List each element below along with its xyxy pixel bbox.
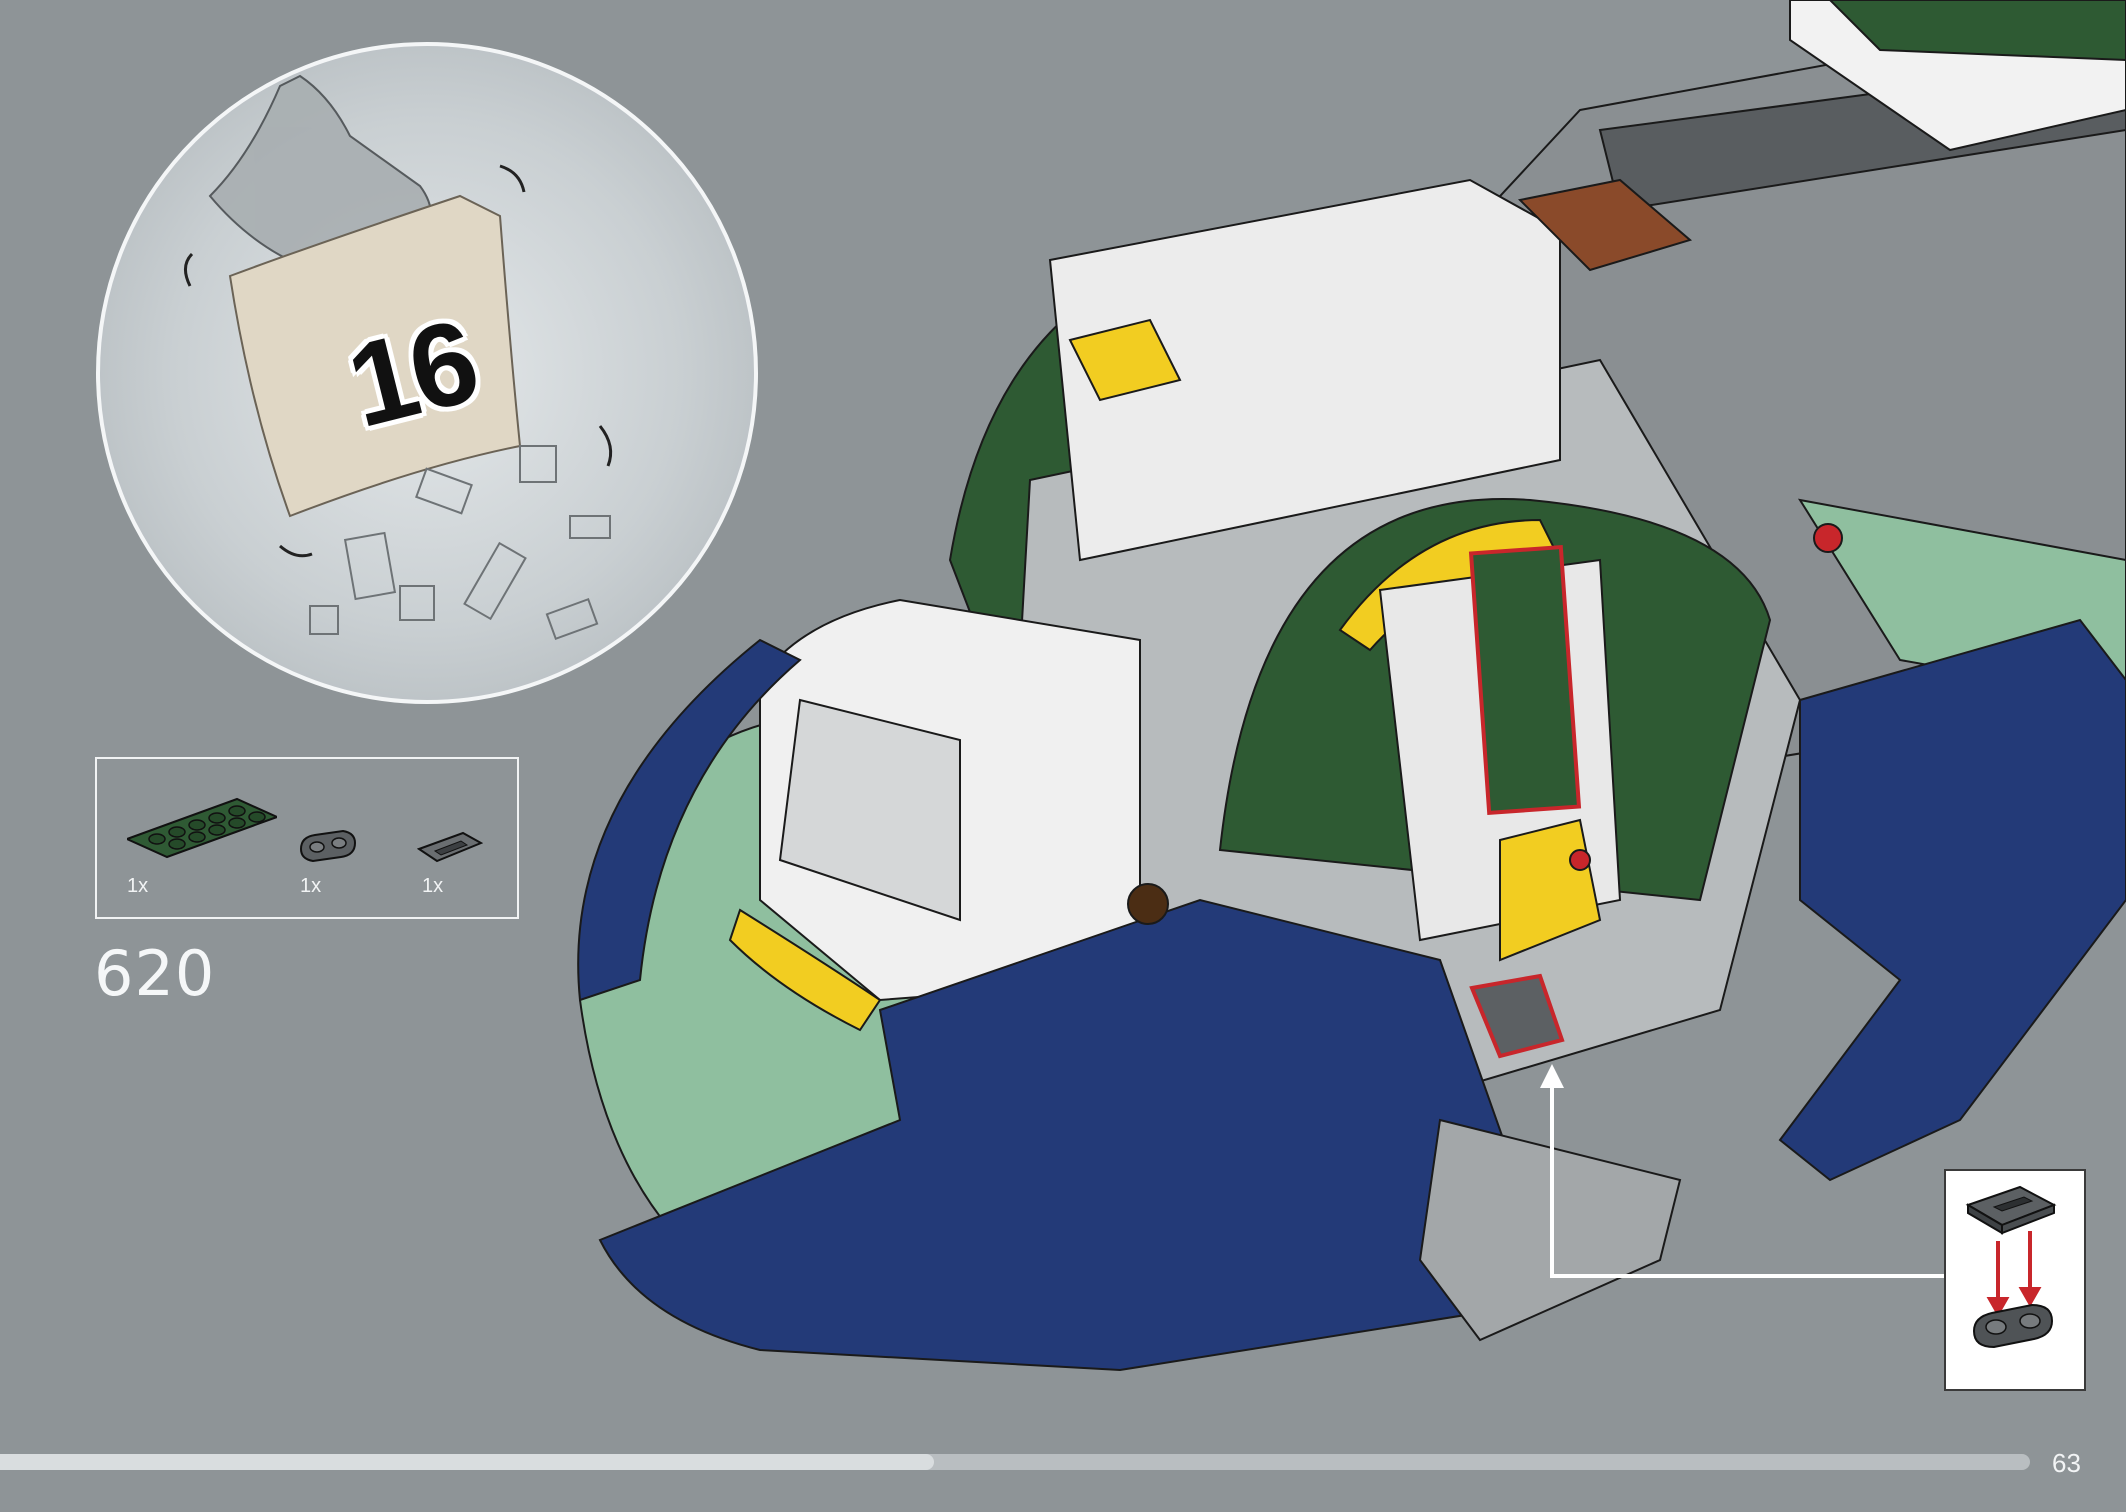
callout-line [1550, 1078, 1944, 1278]
progress-fill [0, 1454, 934, 1470]
down-arrow-icon [1986, 1231, 2042, 1318]
part-qty: 1x [300, 875, 322, 897]
subassembly-diagram [1965, 1185, 2057, 1349]
highlighted-grille-tile [1469, 973, 1565, 1059]
white-block-assembly [1048, 178, 1561, 562]
navy-hull-front [598, 898, 1562, 1372]
callout-arrowhead [1540, 1064, 1564, 1088]
shake-mark-icon [184, 252, 194, 287]
green-plate-icon [127, 797, 277, 859]
falling-bricks-icon [309, 445, 611, 641]
parts-list: 1x 1x 1x [95, 757, 519, 919]
brown-round-plate [1127, 883, 1169, 925]
part-qty: 1x [422, 875, 444, 897]
red-pin [1569, 849, 1591, 871]
green-top-panel [1828, 0, 2126, 62]
subassembly-callout [1944, 1169, 2086, 1391]
yellow-cockpit-ring [728, 908, 882, 1032]
rounded-plate-icon [1972, 1303, 2054, 1349]
cockpit-gray-face [778, 698, 961, 922]
highlighted-green-plate [1468, 545, 1582, 815]
page-number: 63 [2052, 1448, 2081, 1478]
step-number: 620 [94, 937, 216, 1010]
part-qty: 1x [127, 875, 149, 897]
yellow-trim-left [1068, 318, 1182, 402]
shake-mark-icon [499, 164, 526, 193]
navy-hull-left [577, 638, 802, 1002]
shake-mark-icon [279, 544, 313, 558]
brown-tile [1517, 178, 1693, 272]
bag-callout: 16 [96, 42, 758, 704]
bag-illustration [184, 74, 613, 641]
shake-mark-icon [598, 425, 613, 467]
red-pin [1813, 523, 1843, 553]
navy-right-wing [1778, 618, 2126, 1182]
rounded-plate-icon [299, 829, 357, 863]
grille-tile-icon [417, 831, 483, 863]
grille-tile-icon [1965, 1185, 2057, 1235]
